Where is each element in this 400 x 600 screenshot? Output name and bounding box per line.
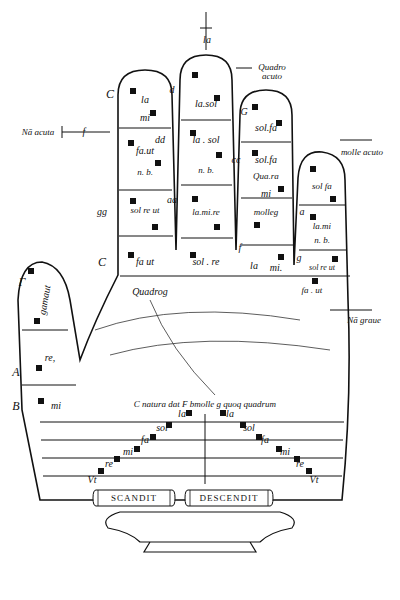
note-label: Vt <box>88 475 97 485</box>
note-label: la.mi <box>313 222 331 231</box>
note-label: la.mi.re <box>192 208 220 217</box>
banner-curl <box>190 490 268 506</box>
note-label: sol re ut <box>309 264 335 272</box>
note-label: sol re ut <box>130 206 159 215</box>
note-label: la <box>141 95 149 105</box>
note-label: n. b. <box>137 168 153 177</box>
note-label: n. b. <box>314 236 330 245</box>
note-label: Qua.ra <box>253 172 279 181</box>
note-label: C <box>106 88 114 100</box>
banner-wrap: SCANDIT <box>92 487 176 509</box>
note-label: mi <box>280 447 290 457</box>
note-label: fa <box>261 435 269 445</box>
note-label: Quadro acuto <box>250 63 294 81</box>
note-label: d <box>170 85 175 95</box>
note-label: aa <box>167 195 177 205</box>
palm-creases <box>95 300 330 395</box>
note-label: re <box>296 459 304 469</box>
note-label: mi <box>123 447 133 457</box>
note-label: B <box>12 400 19 412</box>
note-label: C natura dat F bmolle g quoq quadrum <box>134 400 276 409</box>
pointer-marks <box>62 12 372 310</box>
note-label: Quadrog <box>132 287 168 297</box>
banner-curl <box>98 490 170 506</box>
note-label: mi. <box>270 263 283 273</box>
note-label: Vt <box>310 475 319 485</box>
note-label: fa.ut <box>136 146 154 156</box>
note-label: la <box>226 409 234 419</box>
note-label: g <box>297 253 302 263</box>
hand-outline <box>18 55 349 500</box>
note-label: sol.fa <box>255 123 277 133</box>
banner-shape <box>185 490 273 506</box>
note-label: mi <box>140 113 150 123</box>
note-label: gg <box>97 207 107 217</box>
note-label: cc <box>232 155 241 165</box>
note-label: Nā graue <box>344 316 384 325</box>
banner-text: DESCENDIT <box>200 493 259 503</box>
note-label: sol <box>243 423 255 433</box>
note-label: la <box>250 261 258 271</box>
note-label: la . sol <box>193 135 220 145</box>
note-label: Nā acuta <box>22 128 55 137</box>
note-label: sol fa <box>312 182 332 191</box>
note-label: molleg <box>254 208 279 217</box>
banner-wrap: DESCENDIT <box>184 487 274 509</box>
banner-text: SCANDIT <box>111 493 157 503</box>
banner-scroll: DESCENDIT <box>184 487 274 509</box>
note-label: molle acuto <box>340 148 384 157</box>
note-label: re <box>105 459 113 469</box>
note-label: la <box>203 35 211 45</box>
note-label: dd <box>155 135 165 145</box>
staff-lines <box>40 414 344 484</box>
note-squares <box>28 72 338 474</box>
finger-joints <box>22 120 350 385</box>
note-label: mi <box>51 401 61 411</box>
note-label: re, <box>45 353 55 363</box>
note-label: a <box>300 207 305 217</box>
banner-scroll: SCANDIT <box>92 487 176 509</box>
note-label: fa . ut <box>302 286 323 295</box>
banner-shape <box>93 490 175 506</box>
note-label: la <box>178 409 186 419</box>
note-label: sol.fa <box>255 155 277 165</box>
note-label: n. b. <box>198 166 214 175</box>
note-label: fa <box>141 435 149 445</box>
note-label: G <box>240 107 247 117</box>
note-label: f <box>239 243 242 253</box>
note-label: f <box>83 127 86 137</box>
note-label: C <box>98 256 106 268</box>
note-label: A <box>12 366 19 378</box>
note-label: sol . re <box>192 257 219 267</box>
note-label: Γ <box>19 276 26 288</box>
pedestal <box>106 512 295 552</box>
note-label: la.sol <box>195 99 217 109</box>
note-label: mi <box>261 189 271 199</box>
note-label: sol <box>156 423 168 433</box>
note-label: fa ut <box>136 257 154 267</box>
